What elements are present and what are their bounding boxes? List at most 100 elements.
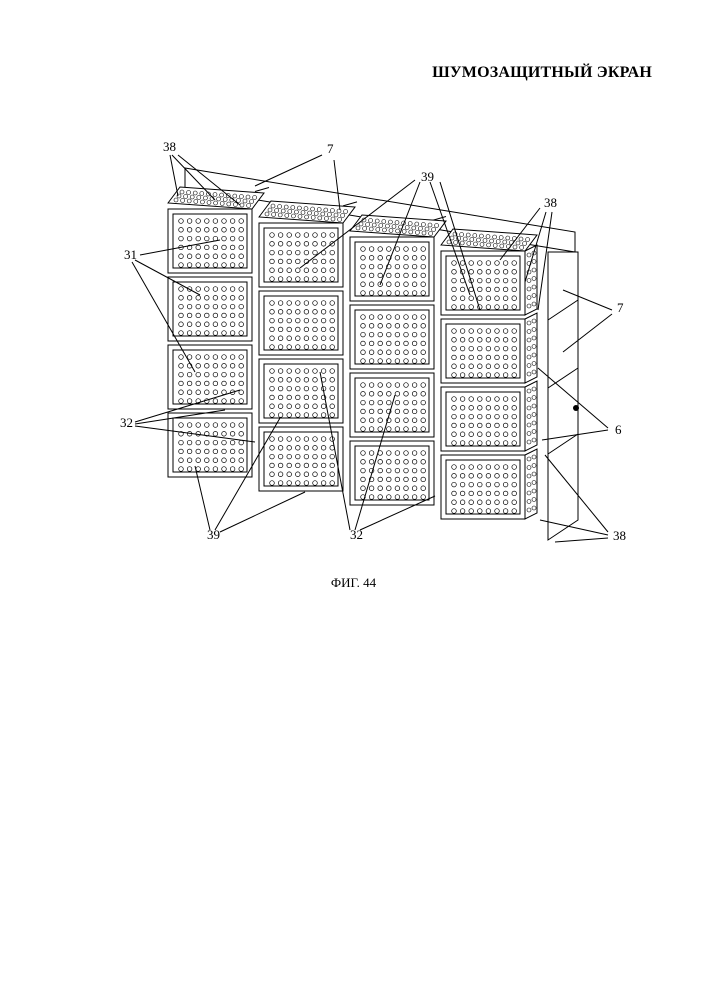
perforation-hole [296, 404, 301, 409]
perforation-hole [287, 386, 292, 391]
side-hole [527, 457, 531, 461]
perforation-hole [287, 463, 292, 468]
perforation-hole [213, 423, 218, 428]
perforation-hole [179, 423, 184, 428]
perforation-hole [378, 273, 383, 278]
perforation-hole [495, 474, 500, 479]
perforation-hole [460, 296, 465, 301]
perforation-hole [278, 481, 283, 486]
perforation-hole [452, 414, 457, 419]
top-hole [392, 225, 396, 229]
perforation-hole [330, 404, 335, 409]
perforation-hole [404, 409, 409, 414]
perforation-hole [395, 418, 400, 423]
perforation-hole [469, 355, 474, 360]
perforation-hole [230, 423, 235, 428]
perforation-hole [196, 245, 201, 250]
perforation-hole [478, 397, 483, 402]
top-hole [184, 195, 188, 199]
perforation-hole [205, 381, 210, 386]
perforation-hole [395, 332, 400, 337]
perforation-hole [179, 254, 184, 259]
perforation-hole [321, 404, 326, 409]
side-hole [527, 253, 531, 257]
perforation-hole [287, 472, 292, 477]
perforation-hole [361, 247, 366, 252]
callout-7-right: 7 [617, 300, 624, 315]
top-hole [203, 196, 207, 200]
panel-cell [259, 359, 343, 423]
perforation-hole [270, 386, 275, 391]
perforation-hole [239, 313, 244, 318]
perforation-hole [503, 406, 508, 411]
perforation-hole [213, 304, 218, 309]
perforation-hole [404, 468, 409, 473]
perforation-hole [387, 247, 392, 252]
perforation-hole [313, 481, 318, 486]
perforation-hole [205, 390, 210, 395]
perforation-hole [321, 301, 326, 306]
perforation-hole [412, 273, 417, 278]
perforation-hole [313, 336, 318, 341]
perforation-hole [187, 399, 192, 404]
perforation-hole [469, 423, 474, 428]
perforation-hole [313, 233, 318, 238]
top-hole [388, 220, 392, 224]
perforation-hole [313, 250, 318, 255]
side-hole [532, 404, 536, 408]
perforation-hole [395, 315, 400, 320]
perforation-hole [239, 219, 244, 224]
perforation-hole [369, 350, 374, 355]
perforation-hole [230, 449, 235, 454]
perforation-hole [230, 254, 235, 259]
perforation-hole [330, 233, 335, 238]
side-hole [532, 413, 536, 417]
perforation-hole [330, 310, 335, 315]
perforation-hole [486, 329, 491, 334]
perforation-hole [187, 219, 192, 224]
perforation-hole [495, 261, 500, 266]
perforation-hole [460, 465, 465, 470]
perforation-hole [196, 355, 201, 360]
perforation-hole [378, 400, 383, 405]
perforation-hole [460, 364, 465, 369]
perforation-hole [205, 449, 210, 454]
perforation-hole [404, 486, 409, 491]
perforation-hole [452, 364, 457, 369]
perforation-hole [187, 322, 192, 327]
barrier-structure [168, 168, 579, 540]
top-hole [220, 193, 224, 197]
perforation-hole [296, 336, 301, 341]
top-hole [366, 223, 370, 227]
perforation-hole [378, 315, 383, 320]
perforation-hole [452, 406, 457, 411]
perforation-hole [378, 359, 383, 364]
perforation-hole [503, 441, 508, 446]
perforation-hole [179, 440, 184, 445]
perforation-hole [304, 301, 309, 306]
perforation-hole [187, 372, 192, 377]
perforation-hole [469, 509, 474, 514]
leader-line [255, 155, 322, 186]
top-hole [281, 209, 285, 213]
perforation-hole [412, 468, 417, 473]
top-hole [227, 202, 231, 206]
side-hole [532, 506, 536, 510]
perforation-hole [313, 259, 318, 264]
perforation-hole [239, 236, 244, 241]
perforation-hole [296, 242, 301, 247]
perforation-hole [495, 270, 500, 275]
perforation-hole [378, 486, 383, 491]
perforation-hole [230, 322, 235, 327]
side-hole [532, 455, 536, 459]
perforation-hole [361, 418, 366, 423]
perforation-hole [503, 423, 508, 428]
perforation-hole [369, 451, 374, 456]
top-hole [253, 196, 257, 200]
top-hole [187, 191, 191, 195]
top-hole [284, 205, 288, 209]
perforation-hole [222, 263, 227, 268]
perforation-hole [330, 454, 335, 459]
perforation-hole [330, 336, 335, 341]
perforation-hole [213, 458, 218, 463]
